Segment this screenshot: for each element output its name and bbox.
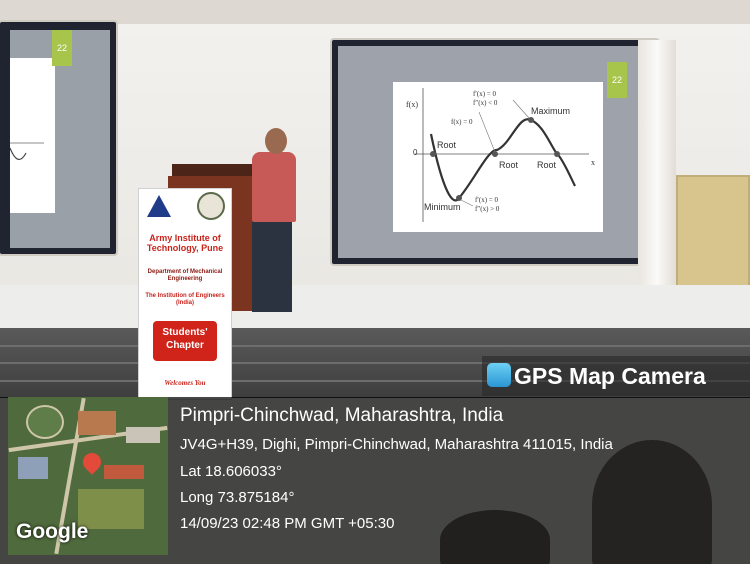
map-building — [104, 465, 144, 479]
gps-latitude: Lat 18.606033° — [180, 463, 282, 480]
fprime-min-label: f′(x) = 0 — [475, 196, 498, 204]
speaker-head — [265, 128, 287, 154]
step-line — [0, 362, 750, 364]
main-slide-number: 22 — [607, 62, 627, 98]
gps-datetime: 14/09/23 02:48 PM GMT +05:30 — [180, 515, 395, 532]
map-roundabout — [26, 405, 64, 439]
minimum-label: Minimum — [424, 202, 461, 212]
satellite-map — [8, 397, 168, 555]
main-slide: f(x) 0 x Maximum Minimum Root Root Root … — [393, 82, 603, 232]
zero-label: 0 — [413, 148, 418, 157]
root-label-mid: Root — [499, 160, 519, 170]
fx-axis-label: f(x) — [406, 100, 418, 109]
f-root-label: f(x) = 0 — [451, 118, 473, 126]
map-building — [18, 457, 48, 479]
banner-society: The Institution of Engineers (India) — [145, 293, 225, 306]
google-logo: Google — [16, 520, 89, 543]
ceiling — [0, 0, 750, 24]
root-label-right: Root — [537, 160, 557, 170]
maximum-label: Maximum — [531, 106, 571, 116]
map-building — [126, 427, 160, 443]
left-slide — [9, 58, 55, 213]
banner-department: Department of Mechanical Engineering — [147, 269, 223, 282]
gps-place: Pimpri-Chinchwad, Maharashtra, India — [180, 405, 504, 426]
gps-app-icon — [487, 363, 511, 387]
banner-students-chapter: Students' Chapter — [153, 321, 217, 361]
audience-head — [440, 510, 550, 564]
fprime-max-label: f′(x) = 0 — [473, 90, 496, 98]
speaker-legs — [252, 220, 292, 312]
audience-head — [592, 440, 712, 564]
gps-app-title: GPS Map Camera — [514, 363, 706, 389]
fdouble-min-label: f″(x) > 0 — [475, 205, 500, 213]
gps-address: JV4G+H39, Dighi, Pimpri-Chinchwad, Mahar… — [180, 436, 613, 453]
location-pin-icon — [79, 449, 105, 475]
optima-graph — [415, 88, 589, 222]
root-label-left: Root — [437, 140, 457, 150]
gps-longitude: Long 73.875184° — [180, 489, 295, 506]
standee-banner: Army Institute of Technology, Pune Depar… — [138, 188, 232, 400]
left-slide-curve — [9, 142, 44, 160]
fdouble-max-label: f″(x) < 0 — [473, 99, 498, 107]
step-line — [0, 380, 750, 382]
map-building — [78, 411, 116, 435]
left-slide-number: 22 — [52, 30, 72, 66]
speaker-shirt — [252, 152, 296, 222]
banner-logos — [147, 192, 225, 220]
x-axis-label: x — [591, 158, 595, 167]
pillar — [638, 40, 676, 295]
map-field — [78, 489, 144, 529]
gps-header-bar — [482, 356, 750, 396]
banner-welcome: Welcomes You — [164, 379, 206, 387]
banner-institute: Army Institute of Technology, Pune — [146, 233, 224, 253]
step-line — [0, 345, 750, 347]
